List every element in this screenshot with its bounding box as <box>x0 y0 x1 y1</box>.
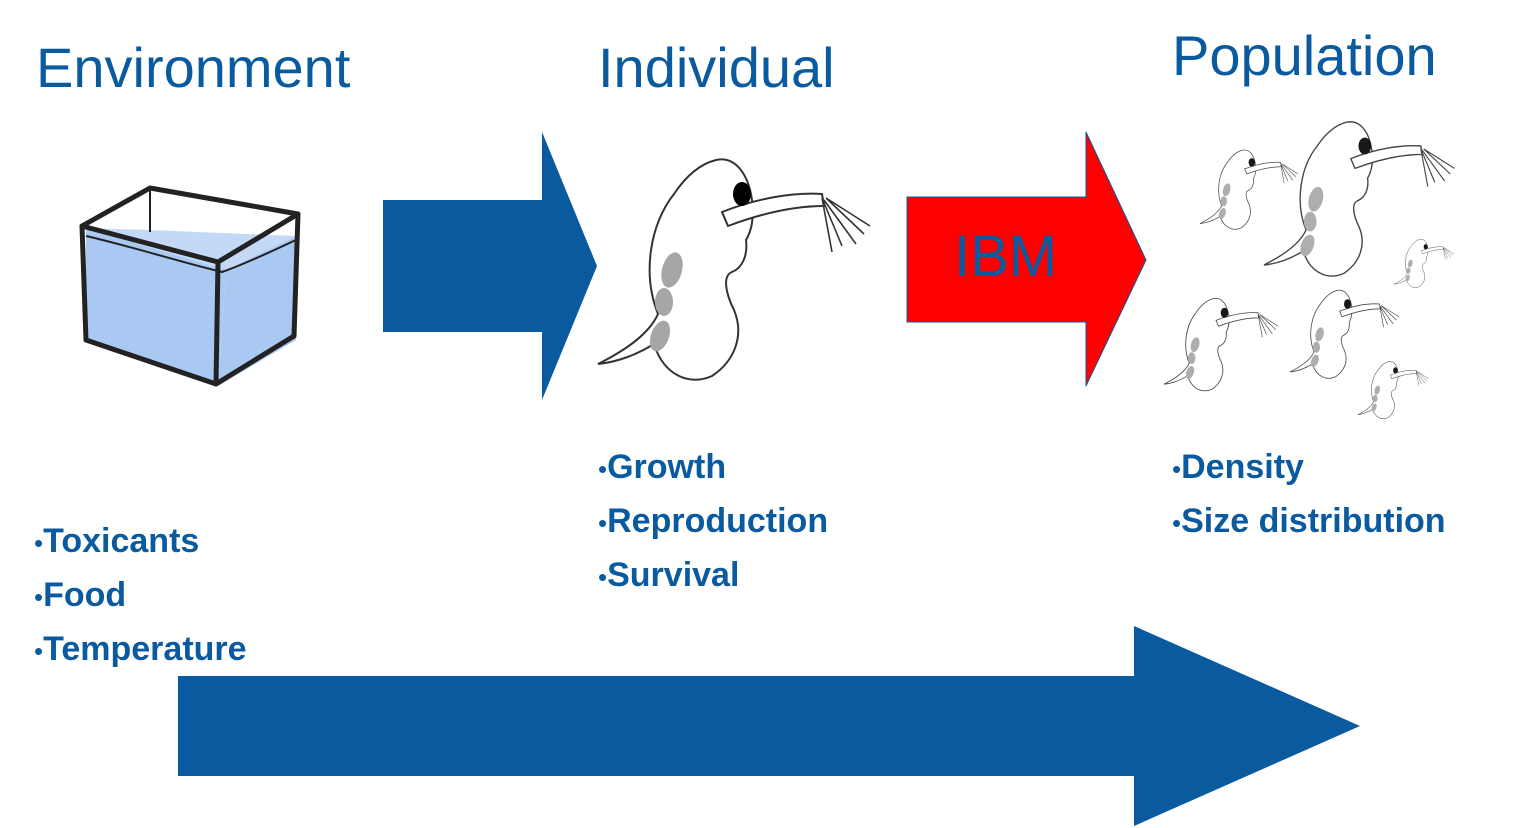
environment-heading: Environment <box>36 36 351 99</box>
aquarium-illustration <box>79 185 301 387</box>
daphnia-population-illustration <box>1163 121 1456 419</box>
arrow-environment-to-individual <box>383 132 597 400</box>
list-item: •Toxicants <box>34 522 200 560</box>
list-item: •Reproduction <box>598 502 829 540</box>
list-item: •Survival <box>598 556 740 594</box>
list-item: •Food <box>34 576 127 614</box>
ibm-label: IBM <box>954 224 1058 289</box>
individual-heading: Individual <box>598 36 835 99</box>
list-item: •Density <box>1172 448 1304 486</box>
daphnia-individual-illustration <box>597 158 871 381</box>
environment-factors-list: •Toxicants •Food •Temperature <box>34 514 247 676</box>
population-heading: Population <box>1172 24 1437 87</box>
arrow-ibm <box>906 131 1147 387</box>
population-traits-list: •Density •Size distribution <box>1172 440 1446 548</box>
list-item: •Growth <box>598 448 727 486</box>
list-item: •Size distribution <box>1172 502 1446 540</box>
arrow-environment-to-population <box>178 626 1360 826</box>
list-item: •Temperature <box>34 630 247 668</box>
individual-traits-list: •Growth •Reproduction •Survival <box>598 440 828 602</box>
